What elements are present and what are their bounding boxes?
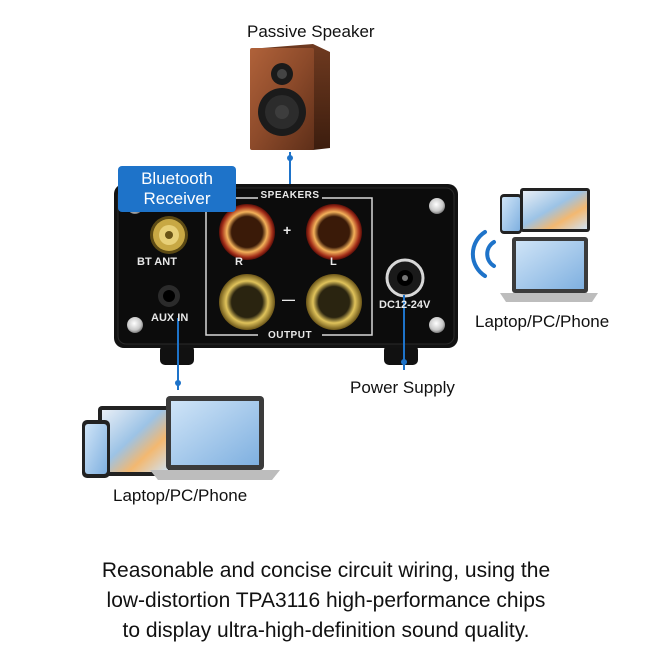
caption-line-3: to display ultra-high-definition sound q… [122,619,530,642]
aux-in-label: AUX IN [151,312,189,324]
device-bottom-label: Laptop/PC/Phone [113,486,248,505]
power-supply-label: Power Supply [350,378,455,397]
caption-line-1: Reasonable and concise circuit wiring, u… [101,559,551,582]
bluetooth-receiver-line1: Bluetooth [141,169,213,188]
device-right-label: Laptop/PC/Phone [475,312,610,331]
caption-line-2: low-distortion TPA3116 high-performance … [106,589,546,612]
bt-ant-label: BT ANT [137,256,177,268]
r-channel-label: R [235,256,243,268]
passive-speaker-label: Passive Speaker [247,22,375,41]
output-label: OUTPUT [267,330,313,341]
bluetooth-receiver-line2: Receiver [143,189,211,208]
caption: Reasonable and concise circuit wiring, u… [0,556,652,646]
dc-voltage-label: DC12-24V [379,299,431,311]
wireless-signal-icon [470,230,496,278]
right-devices-image [500,188,598,302]
speakers-label: SPEAKERS [260,190,320,201]
amplifier [114,184,458,365]
left-devices-image [82,396,280,480]
plus-label: + [283,222,292,238]
l-channel-label: L [330,256,337,268]
passive-speaker [250,44,330,150]
minus-label: — [282,292,295,307]
bluetooth-receiver-badge: Bluetooth Receiver [118,166,236,212]
wiring-diagram [82,44,598,480]
